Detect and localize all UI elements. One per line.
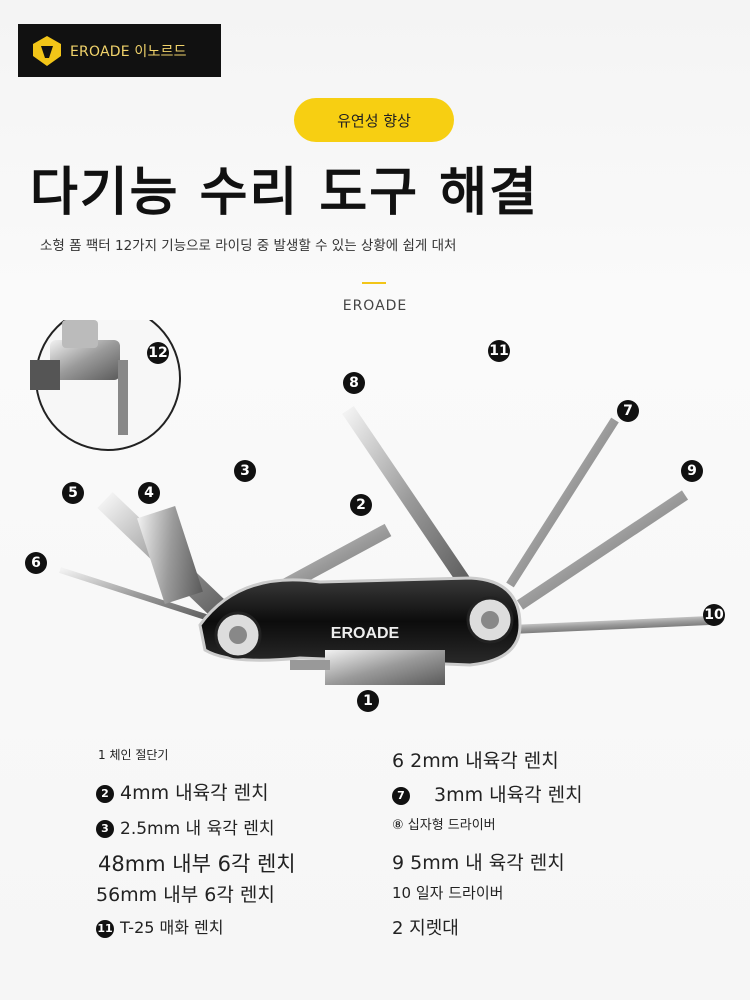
- body-engraving: EROADE: [331, 625, 400, 642]
- spec-text: ⑧ 십자형 드라이버: [392, 818, 496, 833]
- spec-badge: 2: [96, 784, 114, 803]
- callout-7: 7: [617, 400, 639, 422]
- callout-5: 5: [62, 482, 84, 504]
- spec-badge: 3: [96, 820, 114, 838]
- spec-text: 48mm 내부 6각 렌치: [98, 852, 296, 876]
- callout-4: 4: [138, 482, 160, 504]
- spec-text: 6 2mm 내육각 렌치: [392, 750, 559, 772]
- spec-right-2: 7 3mm 내육각 렌치: [392, 780, 583, 807]
- brand-label: EROADE: [342, 298, 408, 314]
- callout-1: 1: [357, 690, 379, 712]
- spec-text: 56mm 내부 6각 렌치: [96, 884, 275, 906]
- tool-body: EROADE: [198, 576, 522, 685]
- feature-pill: 유연성 향상: [294, 98, 454, 142]
- spec-right-5: 10 일자 드라이버: [392, 882, 503, 903]
- brand-logo: EROADE 이노르드: [18, 24, 221, 77]
- eroade-logo-icon: [33, 35, 61, 66]
- page-subtitle: 소형 폼 팩터 12가지 기능으로 라이딩 중 발생할 수 있는 상황에 쉽게 …: [40, 238, 457, 254]
- multi-tool-illustration: EROADE: [30, 320, 721, 685]
- spec-right-3: ⑧ 십자형 드라이버: [392, 814, 496, 833]
- callout-10: 10: [703, 604, 725, 626]
- spec-text: 10 일자 드라이버: [392, 884, 504, 902]
- hex-keys: [59, 370, 721, 635]
- spec-left-6: 11 T-25 매화 렌치: [96, 914, 224, 938]
- spec-left-2: 2 4mm 내육각 렌치: [96, 778, 269, 805]
- callout-3: 3: [234, 460, 256, 482]
- callout-9: 9: [681, 460, 703, 482]
- spec-left-5: 56mm 내부 6각 렌치: [96, 880, 275, 907]
- callout-8: 8: [343, 372, 365, 394]
- spec-text: 3mm 내육각 렌치: [434, 784, 583, 806]
- spec-text: T-25 매화 렌치: [120, 918, 224, 937]
- spec-text: 9 5mm 내 육각 렌치: [392, 852, 565, 874]
- spec-left-4: 48mm 내부 6각 렌치: [98, 848, 296, 878]
- spec-left-3: 3 2.5mm 내 육각 렌치: [96, 814, 275, 839]
- callout-6: 6: [25, 552, 47, 574]
- spec-right-1: 6 2mm 내육각 렌치: [392, 746, 559, 773]
- spec-text: 2.5mm 내 육각 렌치: [120, 819, 275, 839]
- brand-divider: [362, 282, 386, 284]
- callout-12: 12: [147, 342, 169, 364]
- spec-badge: 11: [96, 919, 114, 938]
- spec-right-4: 9 5mm 내 육각 렌치: [392, 848, 565, 875]
- spec-text: 1 체인 절단기: [98, 748, 169, 762]
- spec-right-6: 2 지렛대: [392, 914, 459, 940]
- spec-text: 2 지렛대: [392, 918, 459, 939]
- page-title: 다기능 수리 도구 해결: [30, 163, 539, 223]
- spec-text: 4mm 내육각 렌치: [120, 782, 269, 804]
- chain-breaker-inset: [30, 320, 181, 451]
- spec-badge: 7: [392, 786, 410, 805]
- logo-text: EROADE 이노르드: [70, 43, 187, 60]
- spec-left-1: 1 체인 절단기: [98, 746, 168, 763]
- callout-11: 11: [488, 340, 510, 362]
- callout-2: 2: [350, 494, 372, 516]
